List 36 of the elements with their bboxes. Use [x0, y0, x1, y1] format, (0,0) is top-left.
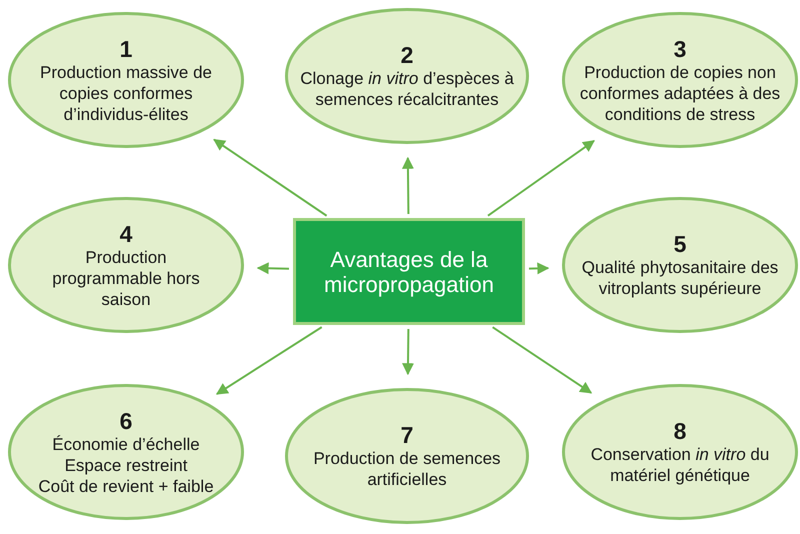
node-text: Conservation in vitro du matériel génétique	[590, 444, 770, 486]
ellipse-node	[285, 8, 529, 144]
node-text: Production programmable hors saison	[51, 246, 201, 310]
arrow	[487, 140, 595, 216]
ellipse-node	[562, 197, 798, 333]
node-text: Coût de revient + faible	[38, 476, 214, 496]
arrow	[402, 156, 414, 214]
node-text: Clonage in vitro d’espèces à semences récalcitrantes	[299, 68, 515, 110]
ellipse-node	[8, 384, 244, 520]
node-text: Production massive de copies conformes d’individus-élites	[39, 62, 213, 124]
node-number: 6	[120, 408, 132, 434]
node-number: 4	[120, 220, 132, 246]
node-text: Espace restreint	[64, 454, 188, 476]
node-text: Économie d’échelle	[52, 434, 200, 454]
node-text: Production de semences artificielles	[312, 448, 502, 490]
central-box	[293, 218, 525, 325]
node-number: 2	[400, 42, 414, 68]
node-number: 1	[120, 36, 132, 62]
ellipse-node	[562, 384, 798, 520]
central-title: Avantages de la micropropagation	[323, 246, 495, 296]
ellipse-node	[285, 388, 529, 524]
arrow	[402, 328, 414, 376]
node-number: 8	[674, 418, 686, 444]
node-text: Production de copies non conformes adaptées à des conditions de stress	[578, 62, 782, 124]
node-number: 5	[674, 231, 686, 257]
arrow	[216, 326, 322, 395]
node-number: 7	[400, 422, 414, 448]
ellipse-node	[8, 197, 244, 333]
arrow	[528, 262, 550, 274]
node-text: Qualité phytosanitaire des vitroplants supérieure	[580, 257, 780, 299]
arrow	[213, 138, 328, 217]
ellipse-node	[562, 12, 798, 148]
ellipse-node	[8, 12, 244, 148]
arrow	[492, 326, 592, 394]
node-number: 3	[674, 36, 686, 62]
arrow	[256, 262, 290, 274]
